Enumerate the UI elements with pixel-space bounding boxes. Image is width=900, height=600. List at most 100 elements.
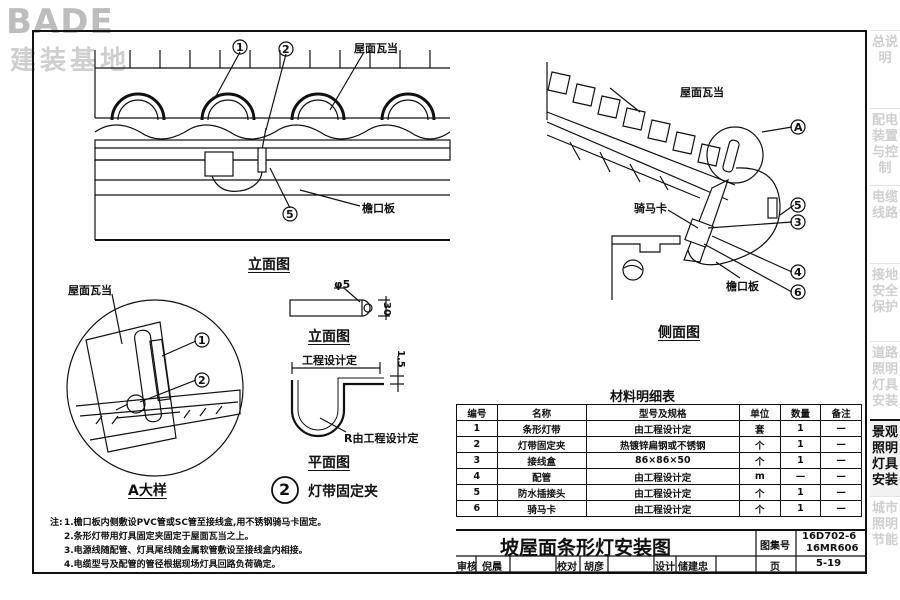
brand-logo-text: BADE <box>6 2 114 42</box>
sidebar-item-4[interactable]: 接地安全保护 <box>870 263 900 341</box>
page-label: 页 <box>770 562 780 573</box>
page-number: 5-19 <box>816 558 842 569</box>
note-1: 1.檐口板内侧敷设PVC管或SC管至接线盒,用不锈钢骑马卡固定。 <box>64 518 327 528</box>
atlas-no-1: 16D702-6 <box>802 531 857 542</box>
detail-tile-label: 屋面瓦当 <box>68 284 112 297</box>
sidebar-item-1[interactable]: 总说明 <box>870 30 900 108</box>
review-label: 审核 <box>457 562 477 573</box>
brand-logo-cn: 建装基地 <box>10 46 131 76</box>
clip-title: 灯带固定夹 <box>308 484 378 500</box>
materials-cell: 4 <box>456 468 498 485</box>
sidebar-item-2[interactable]: 配电装置与控制 <box>870 107 900 186</box>
materials-cell: 2 <box>456 436 498 453</box>
clip-number: 2 <box>279 480 291 499</box>
clip-plan-caption: 平面图 <box>308 455 350 471</box>
elevation-view <box>94 39 451 241</box>
side-caption: 侧面图 <box>658 325 700 341</box>
clip-elevation-view <box>289 287 390 320</box>
side-view <box>546 62 806 300</box>
materials-cell: 个 <box>738 484 781 501</box>
side-marker-5: 5 <box>794 199 802 212</box>
materials-cell: — <box>820 436 862 453</box>
materials-header-cell: 型号及规格 <box>585 404 740 421</box>
clip-elev-caption: 立面图 <box>308 329 350 345</box>
materials-cell: 1 <box>779 484 822 501</box>
materials-cell: 1 <box>779 420 822 437</box>
sidebar-item-6[interactable]: 景观照明灯具安装 <box>870 418 900 497</box>
materials-cell: 1 <box>456 420 498 437</box>
materials-header-cell: 编号 <box>456 404 498 421</box>
materials-cell: 接线盒 <box>496 452 587 469</box>
materials-cell: m <box>738 468 781 485</box>
materials-cell: 1 <box>779 436 822 453</box>
materials-cell: — <box>779 468 822 485</box>
materials-cell: 由工程设计定 <box>585 500 740 517</box>
note-2: 2.条形灯带用灯具固定夹固定于屋面瓦当之上。 <box>64 532 254 542</box>
materials-cell: 个 <box>738 500 781 517</box>
clip-height-label: 30 <box>381 302 392 316</box>
clip-thickness-label: 1.5 <box>395 350 406 368</box>
side-saddle-label: 骑马卡 <box>634 202 667 215</box>
materials-cell: 灯带固定夹 <box>496 436 587 453</box>
chapter-sidebar: 总说明配电装置与控制电缆线路接地安全保护道路照明灯具安装景观照明灯具安装城市照明… <box>870 30 900 574</box>
materials-title: 材料明细表 <box>610 390 676 405</box>
materials-cell: 骑马卡 <box>496 500 587 517</box>
side-marker-a: A <box>794 121 803 134</box>
side-eaveboard-label: 檐口板 <box>726 280 759 293</box>
clip-number-circle <box>271 476 299 504</box>
detail-a-view <box>66 293 244 477</box>
notes: 注: 1.檐口板内侧敷设PVC管或SC管至接线盒,用不锈钢骑马卡固定。 2.条形… <box>50 516 327 572</box>
materials-cell: 3 <box>456 452 498 469</box>
materials-cell: 6 <box>456 500 498 517</box>
materials-cell: 1 <box>779 500 822 517</box>
design-name: 储建忠 <box>678 562 708 573</box>
clip-radius-label: R由工程设计定 <box>344 432 419 445</box>
sidebar-item-5[interactable]: 道路照明灯具安装 <box>870 340 900 419</box>
materials-cell: — <box>820 420 862 437</box>
elevation-marker-5: 5 <box>286 208 294 221</box>
drawing-frame <box>32 30 867 574</box>
note-4: 4.电缆型号及配管的管径根据现场灯具回路负荷确定。 <box>64 560 281 570</box>
materials-header-cell: 备注 <box>820 404 862 421</box>
materials-cell: — <box>820 452 862 469</box>
clip-plan-view <box>290 356 404 438</box>
clip-hole-label: φ5 <box>334 278 351 291</box>
review-name: 倪晨 <box>482 562 502 573</box>
side-marker-4: 4 <box>794 266 802 279</box>
sidebar-item-3[interactable]: 电缆线路 <box>870 185 900 263</box>
check-name: 胡彦 <box>584 562 604 573</box>
materials-cell: 套 <box>738 420 781 437</box>
materials-cell: 个 <box>738 452 781 469</box>
materials-header-cell: 单位 <box>738 404 781 421</box>
note-3: 3.电源线随配管、灯具尾线随金属软管敷设至接线盒内相接。 <box>64 546 308 556</box>
brand-logo: BADE 建装基地 <box>6 2 156 76</box>
detail-marker-2: 2 <box>198 374 206 387</box>
detail-marker-1: 1 <box>198 334 206 347</box>
design-label: 设计 <box>655 562 675 573</box>
elevation-caption: 立面图 <box>248 257 290 273</box>
side-marker-6: 6 <box>794 286 802 299</box>
materials-cell: 86×86×50 <box>585 452 740 469</box>
clip-width-label: 工程设计定 <box>302 354 357 367</box>
elevation-eaveboard-label: 檐口板 <box>362 202 395 215</box>
sidebar-item-7[interactable]: 城市照明节能 <box>870 496 900 574</box>
notes-heading: 注: <box>50 518 63 528</box>
detail-caption: A大样 <box>128 483 167 499</box>
materials-cell: 由工程设计定 <box>585 468 740 485</box>
materials-header-cell: 数量 <box>779 404 822 421</box>
elevation-marker-1: 1 <box>236 41 244 54</box>
elevation-marker-2: 2 <box>282 43 290 56</box>
materials-cell: 防水插接头 <box>496 484 587 501</box>
atlas-label: 图集号 <box>760 541 790 552</box>
materials-cell: 条形灯带 <box>496 420 587 437</box>
elevation-tile-label: 屋面瓦当 <box>354 42 398 55</box>
side-tile-label: 屋面瓦当 <box>680 86 724 99</box>
materials-header-cell: 名称 <box>496 404 587 421</box>
